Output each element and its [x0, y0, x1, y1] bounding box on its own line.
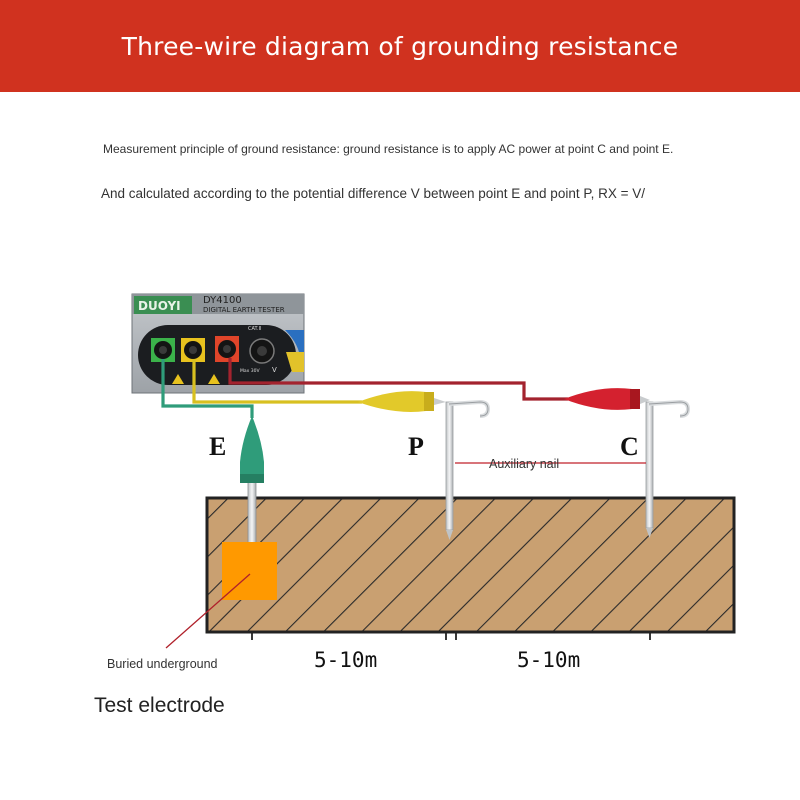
clip-e: [240, 416, 264, 483]
electrode-pointer-line: [165, 573, 251, 649]
device-v-label: V: [272, 366, 277, 374]
title-banner: Three-wire diagram of grounding resistan…: [0, 0, 800, 92]
distance-label-2: 5-10m: [517, 648, 581, 672]
wire-c: [228, 358, 568, 401]
ground-soil: [205, 496, 736, 634]
device-cat-label: CAT.II: [248, 326, 262, 332]
wire-e: [161, 359, 254, 418]
page-title: Three-wire diagram of grounding resistan…: [121, 31, 679, 61]
device-subtitle: DIGITAL EARTH TESTER: [203, 306, 285, 314]
electrode-rod: [247, 475, 257, 547]
auxiliary-nail-label: Auxiliary nail: [489, 457, 559, 471]
clip-c: [564, 388, 650, 410]
clip-p: [358, 391, 446, 412]
device-max-label: Max 30V: [240, 368, 260, 374]
distance-bracket-1: [251, 631, 447, 640]
test-electrode-label: Test electrode: [94, 694, 225, 717]
description-line-2: And calculated according to the potentia…: [101, 186, 645, 201]
distance-bracket-2: [455, 631, 651, 640]
wire-p: [192, 359, 362, 404]
description-line-1: Measurement principle of ground resistan…: [103, 142, 674, 156]
earth-tester-device: DUOYI DY4100 DIGITAL EARTH TESTER CAT.II…: [131, 293, 305, 394]
auxiliary-nail-p: [445, 399, 491, 540]
label-e: E: [209, 432, 226, 461]
auxiliary-nail-c: [645, 399, 691, 538]
device-brand: DUOYI: [138, 299, 181, 313]
label-p: P: [408, 432, 424, 461]
buried-underground-label: Buried underground: [107, 657, 218, 671]
distance-label-1: 5-10m: [314, 648, 378, 672]
label-c: C: [620, 432, 639, 461]
device-model: DY4100: [203, 295, 242, 306]
